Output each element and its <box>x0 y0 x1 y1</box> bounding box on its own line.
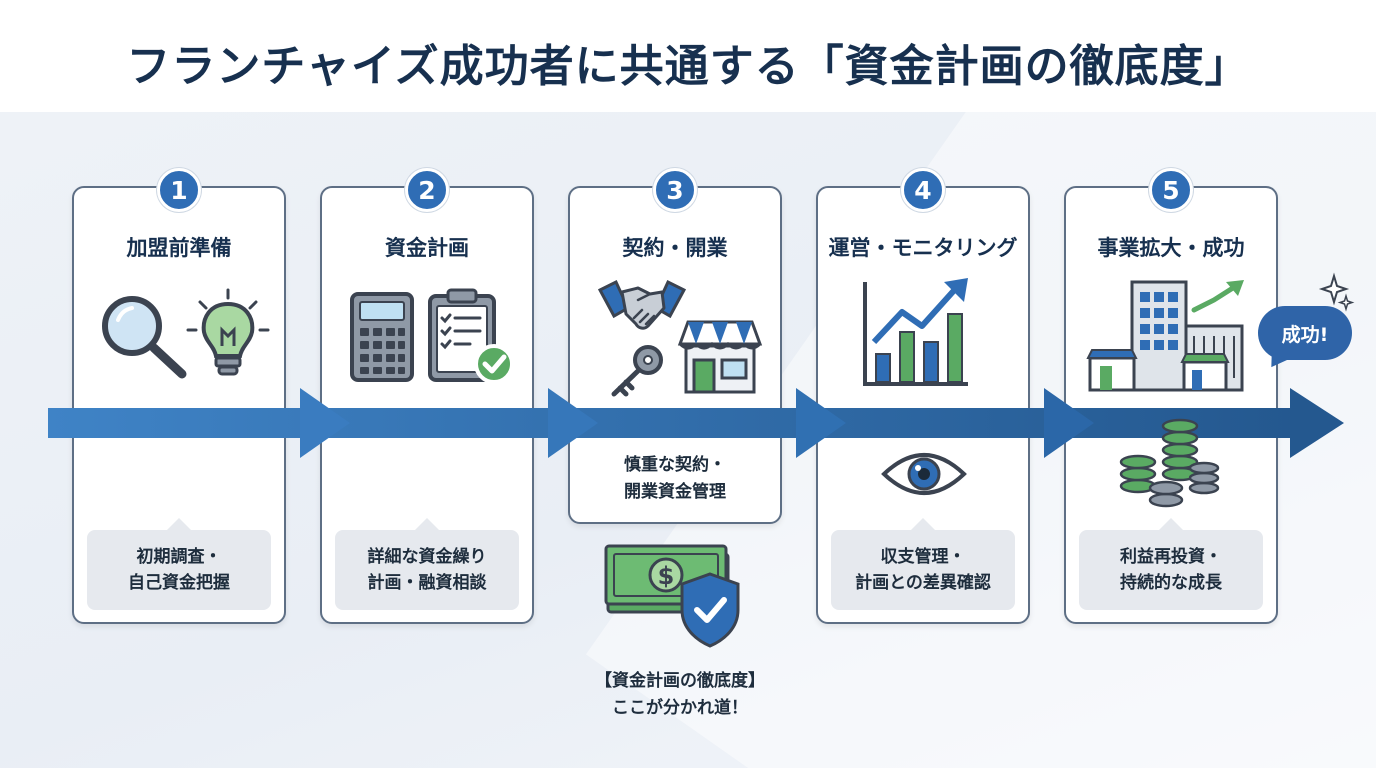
lightbulb-icon <box>186 288 270 376</box>
step-number-3: 3 <box>653 168 697 212</box>
money-shield-icon: $ <box>604 544 740 648</box>
step-desc-5-line2: 持続的な成長 <box>1120 573 1222 593</box>
step-desc-1-line1: 初期調査・ <box>136 547 222 567</box>
step-desc-2-line2: 計画・融資相談 <box>367 573 487 593</box>
bar-chart-icon <box>863 278 968 386</box>
step-desc-3-line1: 慎重な契約・ <box>624 455 726 475</box>
eye-icon <box>881 453 967 495</box>
step-desc-5: 利益再投資・ 持続的な成長 <box>1079 518 1263 610</box>
step-desc-2: 詳細な資金繰り 計画・融資相談 <box>335 518 519 610</box>
step-card-3 <box>568 186 782 524</box>
sparkle-icon <box>1318 272 1355 312</box>
step-title-1: 加盟前準備 <box>126 236 232 260</box>
success-bubble: 成功! <box>1258 306 1352 360</box>
coin-stack-icon <box>1119 418 1220 508</box>
step-number-5: 5 <box>1149 168 1193 212</box>
handshake-icon <box>597 279 687 330</box>
key-point-callout: 【資金計画の徹底度】 ここが分かれ道！ <box>520 668 840 722</box>
step-desc-1-line2: 自己資金把握 <box>128 573 230 593</box>
step-desc-3: 慎重な契約・ 開業資金管理 <box>568 452 782 506</box>
step-number-1: 1 <box>157 168 201 212</box>
page-title: フランチャイズ成功者に共通する「資金計画の徹底度」 <box>126 41 1250 92</box>
clipboard-check-icon <box>428 288 514 384</box>
step-desc-5-line1: 利益再投資・ <box>1120 547 1222 567</box>
step-desc-4-line2: 計画との差異確認 <box>855 573 991 593</box>
svg-text:$: $ <box>658 562 675 590</box>
step-title-4: 運営・モニタリング <box>828 236 1018 260</box>
step-number-2: 2 <box>405 168 449 212</box>
step-title-3: 契約・開業 <box>622 236 728 260</box>
callout-line2: ここが分かれ道！ <box>612 698 748 718</box>
magnifier-icon <box>102 296 187 379</box>
shop-icon <box>677 320 763 394</box>
step-desc-3-line2: 開業資金管理 <box>624 482 726 502</box>
building-icon <box>1086 280 1244 392</box>
calculator-icon <box>350 292 414 382</box>
step-desc-4: 収支管理・ 計画との差異確認 <box>831 518 1015 610</box>
step-title-5: 事業拡大・成功 <box>1097 236 1245 260</box>
step-title-2: 資金計画 <box>385 236 469 260</box>
step-number-4: 4 <box>901 168 945 212</box>
step-desc-1: 初期調査・ 自己資金把握 <box>87 518 271 610</box>
callout-line1: 【資金計画の徹底度】 <box>595 671 765 691</box>
step-desc-4-line1: 収支管理・ <box>880 547 966 567</box>
step-desc-2-line1: 詳細な資金繰り <box>367 547 487 567</box>
key-icon <box>611 345 663 397</box>
